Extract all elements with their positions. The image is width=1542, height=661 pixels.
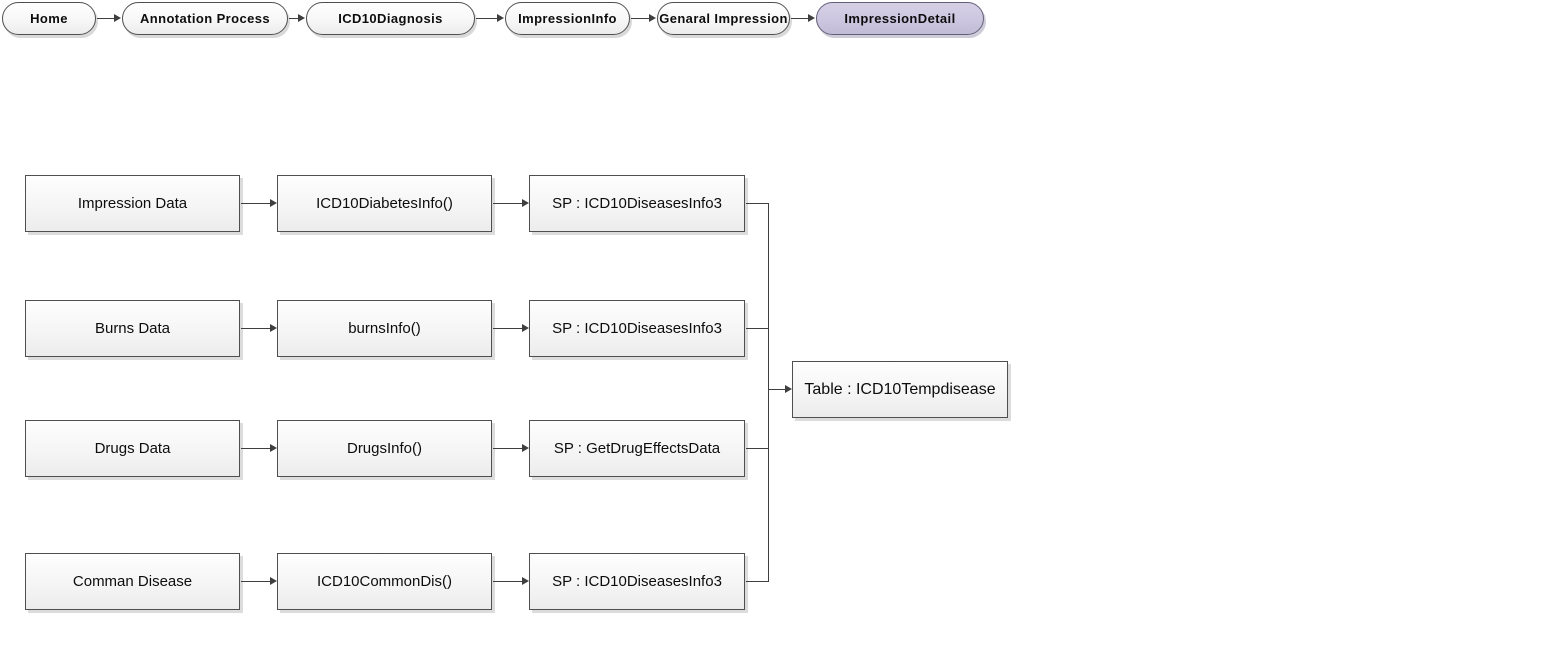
flow-bus-line — [768, 203, 769, 582]
breadcrumb-arrow — [289, 14, 305, 22]
flow-arrow — [241, 577, 277, 585]
flow-connector — [746, 328, 768, 329]
flow-arrow — [493, 444, 529, 452]
breadcrumb-item-genaral-impression[interactable]: Genaral Impression — [657, 2, 790, 35]
flow-box-sp-diseasesinfo3-2: SP : ICD10DiseasesInfo3 — [529, 300, 745, 357]
breadcrumb-item-annotation-process[interactable]: Annotation Process — [122, 2, 288, 35]
flow-arrow — [241, 199, 277, 207]
flow-box-burns-data: Burns Data — [25, 300, 240, 357]
flow-arrow — [241, 324, 277, 332]
flow-connector — [746, 581, 768, 582]
flow-box-sp-diseasesinfo3-1: SP : ICD10DiseasesInfo3 — [529, 175, 745, 232]
breadcrumb-label: Annotation Process — [140, 11, 270, 26]
flow-box-burnsinfo: burnsInfo() — [277, 300, 492, 357]
flow-box-comman-disease: Comman Disease — [25, 553, 240, 610]
flow-box-sp-diseasesinfo3-3: SP : ICD10DiseasesInfo3 — [529, 553, 745, 610]
flow-arrow — [493, 577, 529, 585]
flow-box-drugs-data: Drugs Data — [25, 420, 240, 477]
flow-arrow — [241, 444, 277, 452]
flow-arrow — [493, 199, 529, 207]
breadcrumb-label: Genaral Impression — [659, 11, 788, 26]
breadcrumb-item-impressiondetail[interactable]: ImpressionDetail — [816, 2, 984, 35]
breadcrumb-label: ICD10Diagnosis — [338, 11, 443, 26]
breadcrumb-arrow — [97, 14, 121, 22]
flow-connector — [746, 448, 768, 449]
flow-connector — [746, 203, 768, 204]
breadcrumb-item-impressioninfo[interactable]: ImpressionInfo — [505, 2, 630, 35]
breadcrumb-item-home[interactable]: Home — [2, 2, 96, 35]
flow-arrow — [493, 324, 529, 332]
flow-box-sp-getdrugeffects: SP : GetDrugEffectsData — [529, 420, 745, 477]
breadcrumb-arrow — [476, 14, 504, 22]
breadcrumb-arrow — [791, 14, 815, 22]
breadcrumb-label: Home — [30, 11, 68, 26]
breadcrumb-label: ImpressionDetail — [844, 11, 956, 26]
breadcrumb-arrow — [631, 14, 656, 22]
flow-arrow-to-target — [768, 385, 792, 393]
breadcrumb-label: ImpressionInfo — [518, 11, 617, 26]
flow-box-icd10commondis: ICD10CommonDis() — [277, 553, 492, 610]
flow-box-table-icd10tempdisease: Table : ICD10Tempdisease — [792, 361, 1008, 418]
flow-box-drugsinfo: DrugsInfo() — [277, 420, 492, 477]
breadcrumb-item-icd10diagnosis[interactable]: ICD10Diagnosis — [306, 2, 475, 35]
flow-box-impression-data: Impression Data — [25, 175, 240, 232]
flow-box-icd10diabetesinfo: ICD10DiabetesInfo() — [277, 175, 492, 232]
